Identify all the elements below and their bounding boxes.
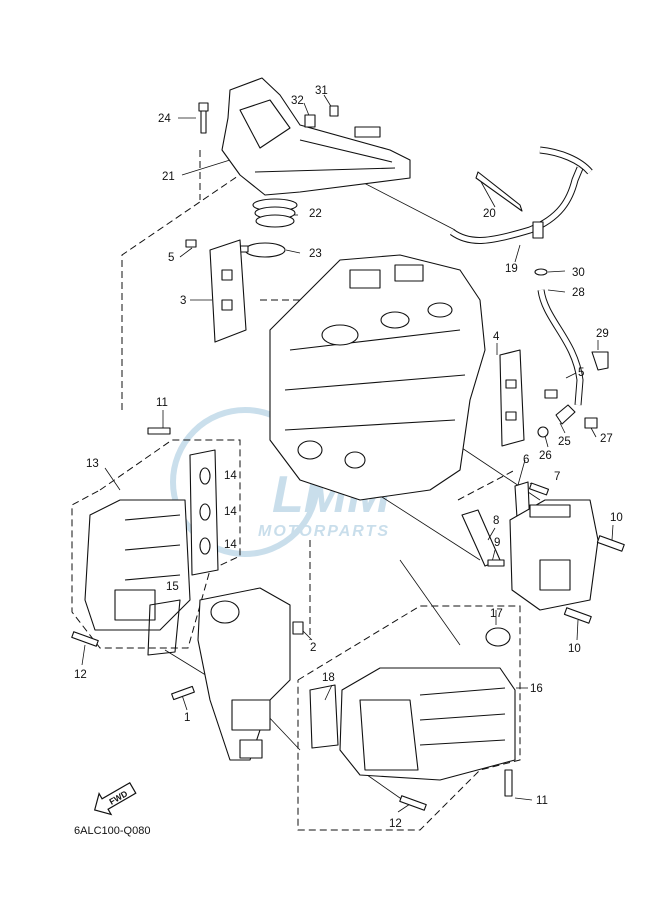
bolt-11-left (147, 427, 171, 435)
callout-12-right: 12 (389, 818, 402, 830)
outline-silencer-right (297, 605, 521, 831)
callout-14-b: 14 (224, 506, 237, 518)
callout-10-lower: 10 (568, 643, 581, 655)
callout-9: 9 (494, 537, 500, 549)
bolt-12-right (399, 795, 427, 811)
callout-27: 27 (600, 433, 613, 445)
callout-15: 15 (166, 581, 179, 593)
callout-14-c: 14 (224, 539, 237, 551)
diagram-code: 6ALC100-Q080 (74, 825, 150, 837)
bolt-11-right (504, 769, 513, 797)
bracket-3 (209, 239, 247, 343)
callout-labels: 24 21 32 31 22 23 5 3 20 19 30 28 29 4 5… (74, 85, 623, 830)
callout-25: 25 (558, 436, 571, 448)
silencer-13 (84, 499, 191, 631)
bolt-5-right (544, 389, 558, 399)
parts-artwork (71, 77, 625, 811)
fwd-arrow: FWD (93, 781, 137, 816)
engine-block-part (269, 254, 486, 501)
dowel-2 (292, 621, 304, 635)
callout-29: 29 (596, 328, 609, 340)
bolt-7 (528, 482, 550, 496)
watermark-tagline: MOTORPARTS (258, 523, 390, 540)
bolt-10-lower (563, 607, 592, 624)
bolt-9 (487, 559, 505, 567)
callout-11-right: 11 (536, 795, 548, 807)
bracket-4 (499, 349, 525, 447)
throttle-body-part (197, 587, 291, 761)
callout-2: 2 (310, 642, 316, 654)
callout-17: 17 (490, 608, 503, 620)
callout-20: 20 (483, 208, 496, 220)
callout-8: 8 (493, 515, 499, 527)
fuel-module-part (509, 499, 599, 611)
callout-11-left: 11 (156, 397, 168, 409)
callout-31: 31 (315, 85, 328, 97)
gasket-14 (189, 449, 219, 576)
strap-20 (475, 171, 523, 212)
callout-23: 23 (309, 248, 322, 260)
guide-line-4 (457, 469, 516, 501)
silencer-16 (339, 667, 516, 781)
callout-5-right: 5 (578, 367, 584, 379)
callout-7: 7 (554, 471, 560, 483)
callout-16: 16 (530, 683, 543, 695)
gasket-18 (309, 684, 339, 749)
callout-10-upper: 10 (610, 512, 623, 524)
guide-line-1 (121, 175, 239, 410)
callout-26: 26 (539, 450, 552, 462)
callout-3: 3 (180, 295, 186, 307)
callout-6: 6 (523, 454, 529, 466)
bolt-12-left (71, 631, 99, 647)
bolt-5-left (185, 239, 197, 248)
sensor-31-32 (304, 105, 339, 128)
callout-32: 32 (291, 95, 304, 107)
bolt-24 (198, 102, 209, 134)
hose-28 (534, 268, 584, 406)
callout-14-a: 14 (224, 470, 237, 482)
callout-12-left: 12 (74, 669, 87, 681)
fwd-arrow-shape (93, 781, 137, 816)
top-cover-part (221, 77, 411, 196)
bracket-29 (591, 351, 609, 371)
callout-21: 21 (162, 171, 175, 183)
fitting-25-27 (537, 404, 598, 438)
bellows-22 (252, 198, 298, 228)
callout-19: 19 (505, 263, 518, 275)
hose-19 (449, 146, 593, 244)
bolt-1 (171, 685, 195, 701)
callout-28: 28 (572, 287, 585, 299)
callout-30: 30 (572, 267, 585, 279)
callout-22: 22 (309, 208, 322, 220)
callout-24: 24 (158, 113, 171, 125)
callout-4: 4 (493, 331, 500, 343)
bolt-10-upper (596, 535, 625, 552)
callout-13: 13 (86, 458, 99, 470)
callout-18: 18 (322, 672, 335, 684)
gasket-15 (147, 599, 181, 656)
callout-5-left: 5 (168, 252, 174, 264)
oring-17 (485, 627, 511, 647)
callout-1: 1 (184, 712, 190, 724)
clamp-23 (239, 242, 286, 258)
